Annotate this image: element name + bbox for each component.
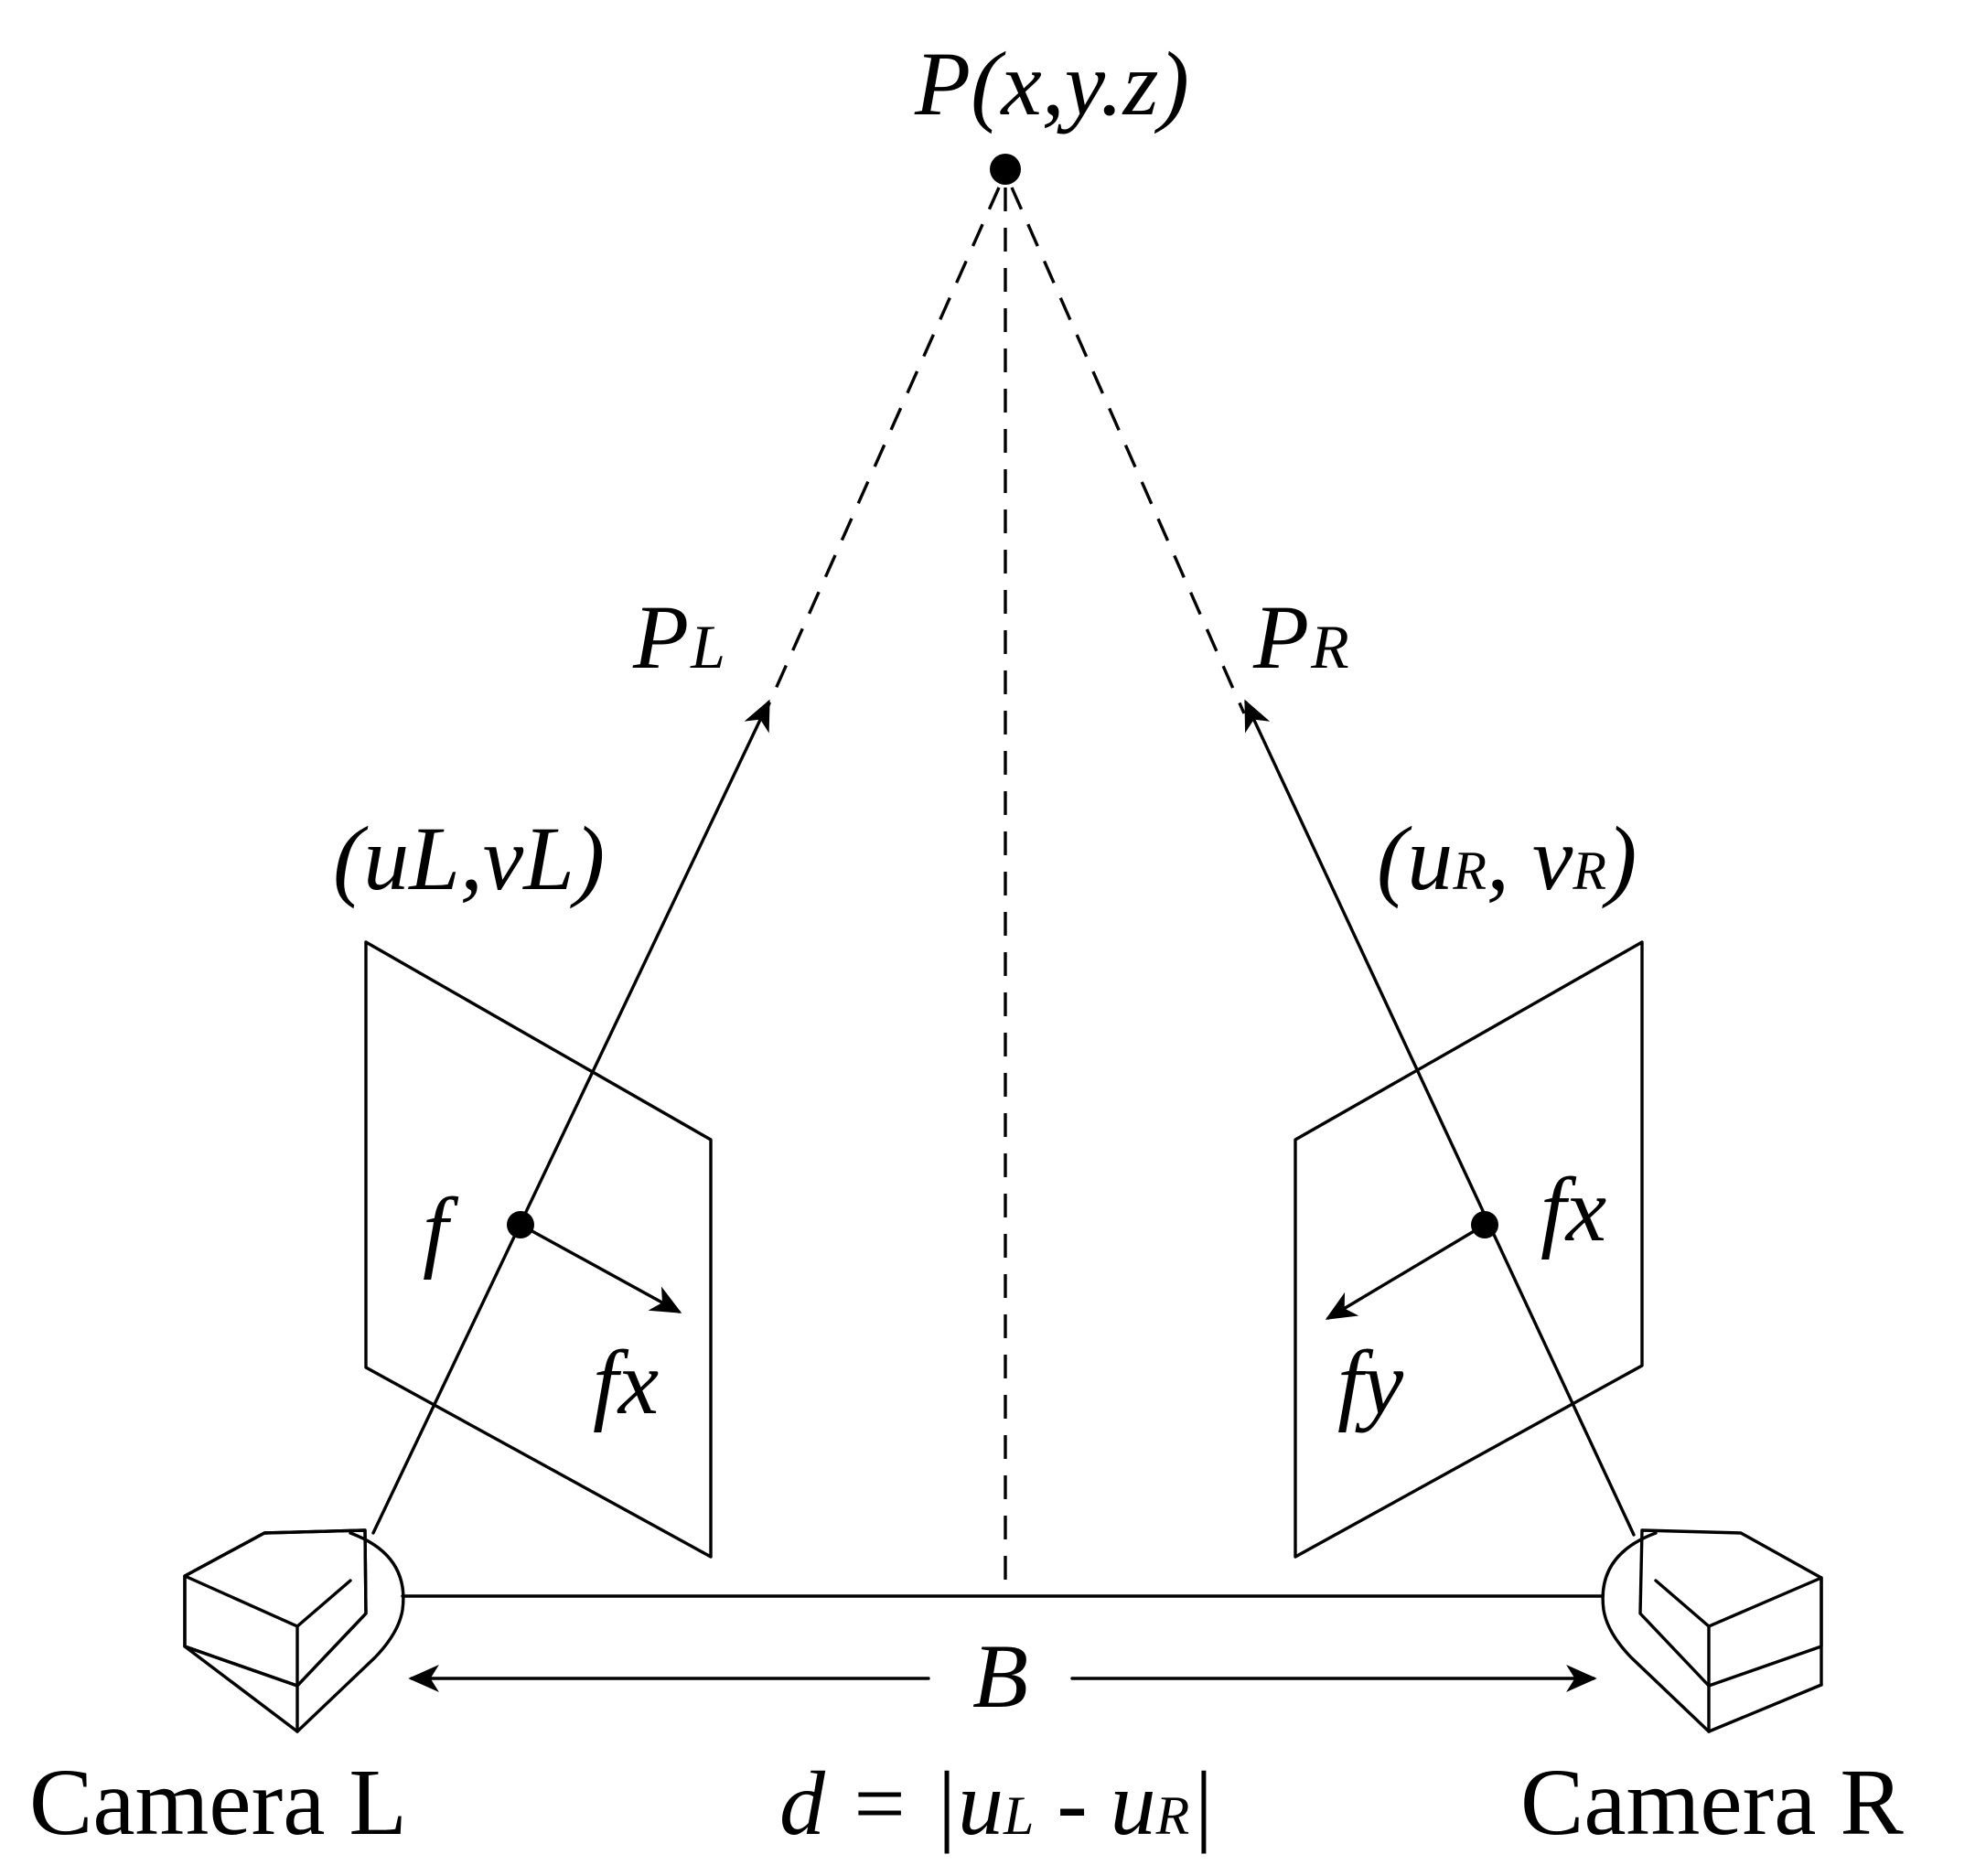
point-p-dot — [990, 154, 1021, 185]
left-focal-label: f — [423, 1179, 459, 1281]
left-fx-arrow — [519, 1223, 682, 1313]
camera-right-label: Camera R — [1520, 1750, 1904, 1855]
camera-left-icon — [183, 1528, 405, 1733]
right-fx-label: fx — [1540, 1159, 1606, 1260]
disparity-formula: d = |uL - uR| — [779, 1753, 1215, 1854]
point-p-label: P(x,y.z) — [914, 33, 1189, 134]
projection-right-label: PR — [1252, 586, 1349, 688]
right-image-coords: (uR, vR) — [1377, 808, 1637, 909]
camera-right-icon — [1601, 1528, 1823, 1733]
right-image-plane — [1294, 940, 1644, 1559]
projection-left-label: PL — [632, 586, 725, 688]
left-fx-label: fx — [593, 1332, 659, 1433]
left-image-plane — [364, 940, 713, 1559]
right-fy-arrow — [1325, 1223, 1487, 1320]
right-ray-arrow — [1244, 699, 1636, 1537]
left-ray-arrow — [371, 699, 770, 1535]
dashed-ray-left — [763, 187, 1001, 714]
baseline-label: B — [972, 1625, 1028, 1727]
dashed-ray-right — [1010, 187, 1246, 714]
left-image-coords: (uL,vL) — [333, 808, 605, 909]
camera-left-label: Camera L — [29, 1750, 407, 1855]
right-fy-label: fy — [1337, 1332, 1404, 1433]
